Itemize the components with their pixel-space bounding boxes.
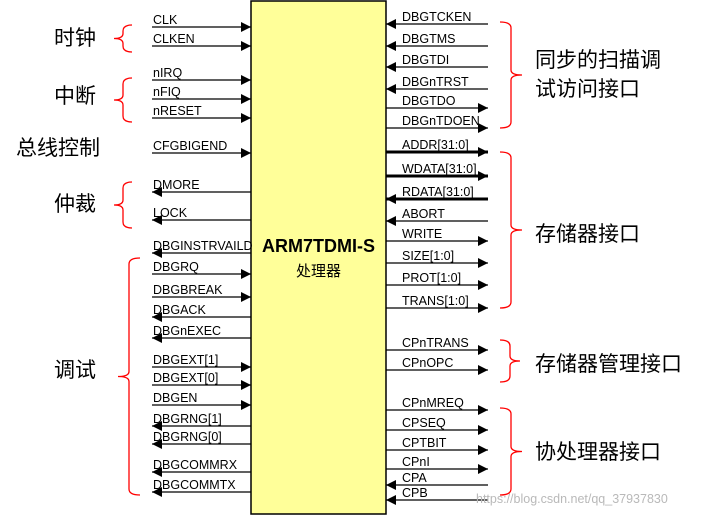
brace-memory-interface (499, 151, 523, 309)
group-label-memory-interface: 存储器接口 (535, 222, 640, 246)
group-braces (113, 21, 523, 496)
right-signal-labels: DBGTCKEN DBGTMS DBGTDI DBGnTRST DBGTDO DBGnTD… (402, 10, 480, 500)
signal-label-cpseq: CPSEQ (402, 416, 446, 430)
signal-label-dbgbreak: DBGBREAK (153, 283, 223, 297)
signal-label-dbgext-1: DBGEXT[1] (153, 353, 218, 367)
right-signal-lines (386, 19, 488, 505)
signal-label-dbgrng-1: DBGRNG[1] (153, 412, 222, 426)
signal-label-clk: CLK (153, 13, 178, 27)
signal-label-cpnopc: CPnOPC (402, 356, 453, 370)
group-label-mmu-interface: 存储器管理接口 (535, 352, 682, 376)
signal-label-cpni: CPnI (402, 455, 430, 469)
signal-label-dbgcommrx: DBGCOMMRX (153, 458, 238, 472)
signal-label-cpnmreq: CPnMREQ (402, 396, 464, 410)
signal-label-cpb: CPB (402, 486, 428, 500)
signal-label-dbgack: DBGACK (153, 303, 206, 317)
signal-label-dbgtdi: DBGTDI (402, 53, 449, 67)
signal-label-dbgcommtx: DBGCOMMTX (153, 478, 236, 492)
signal-label-dmore: DMORE (153, 178, 200, 192)
left-signal-lines (152, 22, 251, 497)
brace-mmu-interface (499, 339, 521, 383)
signal-label-wdata-31-0: WDATA[31:0] (402, 162, 477, 176)
brace-jtag (499, 21, 523, 129)
group-label-jtag-line2: 试访问接口 (535, 77, 640, 101)
brace-arbitration (113, 181, 133, 229)
group-label-coprocessor-interface: 协处理器接口 (535, 440, 661, 464)
group-label-interrupt: 中断 (54, 84, 96, 108)
signal-label-lock: LOCK (153, 206, 188, 220)
signal-label-write: WRITE (402, 227, 442, 241)
signal-label-dbgtdo: DBGTDO (402, 94, 456, 108)
left-signal-labels: CLK CLKEN nIRQ nFIQ nRESET CFGBIGEND DMORE LOCK… (153, 13, 253, 492)
brace-interrupt (113, 77, 133, 123)
group-label-jtag-line1: 同步的扫描调 (535, 48, 661, 72)
signal-label-rdata-31-0: RDATA[31:0] (402, 185, 474, 199)
signal-label-dbgrq: DBGRQ (153, 260, 199, 274)
signal-label-nreset: nRESET (153, 104, 202, 118)
signal-label-abort: ABORT (402, 207, 445, 221)
signal-label-size-1-0: SIZE[1:0] (402, 249, 454, 263)
signal-label-prot-1-0: PROT[1:0] (402, 271, 461, 285)
signal-label-addr-31-0: ADDR[31:0] (402, 138, 469, 152)
brace-coprocessor-interface (499, 407, 523, 496)
signal-label-dbgtcken: DBGTCKEN (402, 10, 471, 24)
signal-label-dbginstrvaild: DBGINSTRVAILD (153, 239, 253, 253)
signal-label-dbgntrst: DBGnTRST (402, 75, 469, 89)
watermark: https://blog.csdn.net/qq_37937830 (476, 492, 668, 506)
signal-label-cpntrans: CPnTRANS (402, 336, 469, 350)
signal-label-cfgbigend: CFGBIGEND (153, 139, 227, 153)
signal-label-dbgtms: DBGTMS (402, 32, 455, 46)
group-label-arbitration: 仲裁 (54, 192, 96, 216)
brace-debug (117, 257, 141, 496)
signal-label-dbgrng-0: DBGRNG[0] (153, 430, 222, 444)
signal-label-dbgext-0: DBGEXT[0] (153, 371, 218, 385)
signal-label-dbgen: DBGEN (153, 391, 197, 405)
chip-subtitle: 处理器 (296, 262, 341, 280)
group-label-clock: 时钟 (54, 26, 96, 50)
signal-label-dbgnexec: DBGnEXEC (153, 324, 221, 338)
signal-label-dbgntdoen: DBGnTDOEN (402, 114, 480, 128)
signal-label-cptbit: CPTBIT (402, 436, 447, 450)
signal-label-trans-1-0: TRANS[1:0] (402, 294, 469, 308)
signal-label-clken: CLKEN (153, 32, 195, 46)
group-label-debug: 调试 (54, 358, 96, 382)
signal-label-nfiq: nFIQ (153, 85, 181, 99)
processor-chip (250, 0, 387, 515)
signal-label-cpa: CPA (402, 471, 427, 485)
brace-clock (113, 24, 133, 53)
group-label-bus-control: 总线控制 (16, 136, 100, 160)
chip-title: ARM7TDMI-S (262, 236, 375, 256)
signal-label-nirq: nIRQ (153, 66, 182, 80)
